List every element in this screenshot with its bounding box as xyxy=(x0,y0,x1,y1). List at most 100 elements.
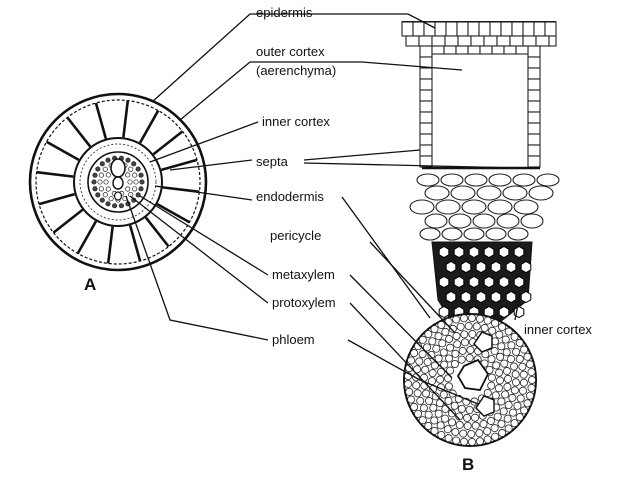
figure-b-endodermis-cell xyxy=(460,260,472,274)
figure-a-stele-cell xyxy=(139,179,145,185)
figure-b-stele-cell xyxy=(412,381,421,390)
figure-b-stele-cell xyxy=(472,322,481,331)
figure-b-wall-cell xyxy=(527,133,541,146)
figure-b-epidermis-cell xyxy=(496,35,511,47)
figure-a-septum xyxy=(52,208,84,234)
figure-b-stele-cell xyxy=(515,355,524,364)
figure-b-stele-cell xyxy=(491,432,500,441)
figure-b-epidermis-cell xyxy=(511,21,524,37)
labels: epidermis outer cortex (aerenchyma) inne… xyxy=(84,5,592,474)
figure-b-stele-cell xyxy=(486,416,495,425)
figure-b-stele-cell xyxy=(437,321,446,330)
figure-b-wall-cell xyxy=(527,78,541,91)
figure-b-stele-cell xyxy=(460,330,469,339)
figure-a-septum xyxy=(160,158,198,172)
figure-b-stele-cell xyxy=(447,409,456,418)
figure-label-b: B xyxy=(462,455,474,474)
figure-a-stele-cell xyxy=(92,172,98,178)
figure-b-endodermis-cell xyxy=(520,260,532,274)
figure-b-epidermis-cell xyxy=(522,21,535,37)
figure-a-stele xyxy=(91,155,145,209)
figure-b-cortex-cell xyxy=(409,199,435,215)
figure-b-stele-cell xyxy=(460,314,469,323)
figure-a-stele-cell xyxy=(112,203,118,209)
figure-b-stele-cell xyxy=(503,414,512,423)
leader-endodermis-a xyxy=(154,185,253,201)
figure-a-stele-cell xyxy=(127,179,133,185)
figure-a-stele-cell xyxy=(131,161,137,167)
figure-b-stele-cell xyxy=(512,347,521,356)
figure-b-stele-cell xyxy=(501,335,510,344)
figure-b-cortex-cell xyxy=(487,199,513,215)
figure-b-stele-cell xyxy=(439,390,448,399)
figure-b-stele-cell xyxy=(434,409,443,418)
figure-b-stele-cell xyxy=(487,355,496,364)
figure-a-stele-cell xyxy=(138,186,144,192)
label-aerenchyma: (aerenchyma) xyxy=(256,63,336,78)
figure-b-stele-cell xyxy=(511,370,520,379)
figure-b-stele-cell xyxy=(520,406,529,415)
figure-b-cortex-cell xyxy=(528,185,554,201)
figure-a-stele-cell xyxy=(132,172,138,178)
figure-b-epidermis-cell xyxy=(478,21,491,37)
figure-b-stele-cell xyxy=(429,403,438,412)
figure-b-wall-cell xyxy=(527,56,541,69)
figure-a-stele-cell xyxy=(132,186,138,192)
figure-a-metaxylem-vessel xyxy=(110,158,126,178)
leader-septa-c xyxy=(303,162,521,169)
figure-a-stele-cell xyxy=(108,196,114,202)
figure-b-stele-cell xyxy=(504,424,513,433)
figure-a-protoxylem-vessel xyxy=(112,176,124,190)
figure-b-stele-cell xyxy=(430,426,439,435)
figure-b-stele-cell xyxy=(424,410,433,419)
figure-b-stele-cell xyxy=(495,368,504,377)
figure-b-stele-cell xyxy=(487,381,496,390)
figure-a-stele-cell xyxy=(99,161,105,167)
figure-b-stele-cell xyxy=(467,437,476,446)
figure-b-stele-cell xyxy=(515,413,524,422)
figure-label-a: A xyxy=(84,275,96,294)
label-inner-cortex-b: inner cortex xyxy=(524,322,592,337)
figure-a-septum xyxy=(128,224,142,262)
figure-b-stele-cell xyxy=(405,364,414,373)
figure-b-stele-cell xyxy=(463,413,472,422)
figure-b-stele-cell xyxy=(495,330,504,339)
figure-b-aerenchyma-walls xyxy=(419,45,541,168)
figure-b-cortex-cell xyxy=(448,213,472,229)
figure-b-stele-cell xyxy=(456,322,465,331)
figure-a-stele-cell xyxy=(102,166,108,172)
figure-b-endodermis-cell xyxy=(468,275,480,289)
figure-a-stele-cell xyxy=(135,192,141,198)
figure-b-stele-cell xyxy=(430,361,439,370)
figure-b-wall-cell xyxy=(527,144,541,157)
figure-a-septum xyxy=(94,102,108,140)
figure-b-metaxylem-vessel xyxy=(456,358,490,391)
figure-b-cortex-cell xyxy=(472,213,496,229)
figure-a-septum xyxy=(76,220,98,255)
figure-b-stele-cell xyxy=(448,324,457,333)
figure-b-wall-cell xyxy=(419,45,433,58)
figure-b-epidermis-cell xyxy=(509,35,524,47)
figure-a-stele-cell xyxy=(105,172,111,178)
figure-b-cortex-cell xyxy=(502,185,528,201)
figure-b-stele-cell xyxy=(410,349,419,358)
figure-b-stele-cell xyxy=(425,396,434,405)
figure-b-stele-cell xyxy=(437,367,446,376)
figure-b-stele-cell xyxy=(413,365,422,374)
figure-b-stele-cell xyxy=(519,370,528,379)
figure-b-stele-cell xyxy=(499,407,508,416)
figure-b-stele-cell xyxy=(446,343,455,352)
figure-b-stele-cell xyxy=(495,376,504,385)
figure-b-cortex-cell xyxy=(441,227,463,241)
figure-b-stele-cell xyxy=(460,338,469,347)
figure-a-septum xyxy=(156,202,191,224)
figure-b-stele-cell xyxy=(471,413,480,422)
figure-b-cortex-cell xyxy=(496,213,520,229)
figure-a-stele-cell xyxy=(95,166,101,172)
label-endodermis: endodermis xyxy=(256,189,324,204)
figure-b-endodermis-cell xyxy=(498,245,510,259)
figure-b-wall-cell xyxy=(527,155,541,168)
figure-a-xylem-small xyxy=(113,191,123,201)
figure-b-cortex-cell xyxy=(536,173,560,187)
figure-b-epidermis-cell xyxy=(467,21,480,37)
